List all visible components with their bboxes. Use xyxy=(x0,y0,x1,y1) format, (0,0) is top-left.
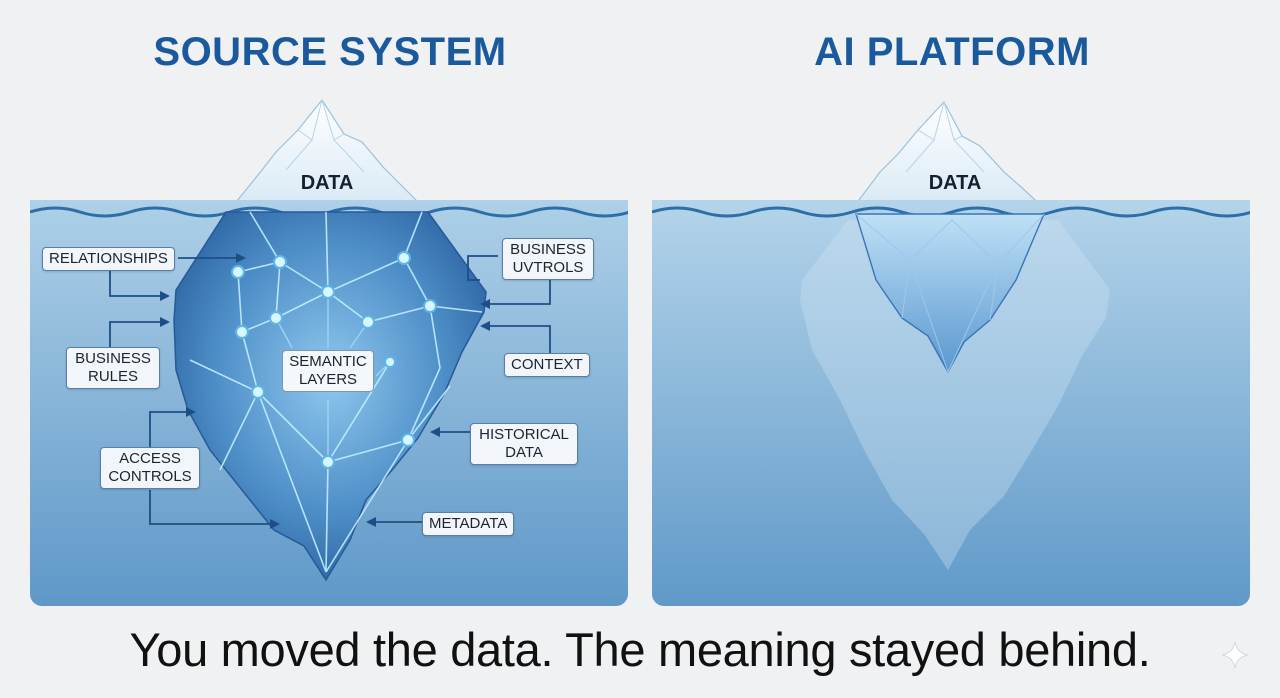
source-ice-body xyxy=(173,211,487,582)
network-nodes xyxy=(231,251,437,469)
source-water-scene: RELATIONSHIPS BUSINESS RULES ACCESS CONT… xyxy=(30,200,628,606)
right-ice-tip xyxy=(848,100,1050,213)
context-tag: CONTEXT xyxy=(504,353,590,377)
source-data-label: DATA xyxy=(300,172,354,194)
metadata-tag: METADATA xyxy=(422,512,515,536)
ghost-missing-ice xyxy=(800,220,1110,570)
caption: You moved the data. The meaning stayed b… xyxy=(129,623,1151,676)
sparkle-icon xyxy=(1221,641,1249,669)
access-controls-tag: ACCESS CONTROLS xyxy=(100,447,200,489)
business-rules-tag: BUSINESS RULES xyxy=(66,347,160,389)
ai-platform-data-label: DATA xyxy=(928,172,982,194)
arrow-heads xyxy=(160,253,490,529)
source-system-title: SOURCE SYSTEM xyxy=(153,30,507,74)
business-controls-tag: BUSINESS UVTROLS xyxy=(502,238,594,280)
relationships-tag: RELATIONSHIPS xyxy=(42,247,175,271)
semantic-network xyxy=(189,211,483,573)
ai-platform-water-scene xyxy=(652,200,1250,606)
connector-arrows xyxy=(109,255,551,525)
semantic-layers-box: SEMANTIC LAYERS xyxy=(282,350,374,392)
historical-data-tag: HISTORICAL DATA xyxy=(470,423,578,465)
left-ice-tip xyxy=(226,98,430,213)
ai-platform-title: AI PLATFORM xyxy=(814,30,1090,74)
